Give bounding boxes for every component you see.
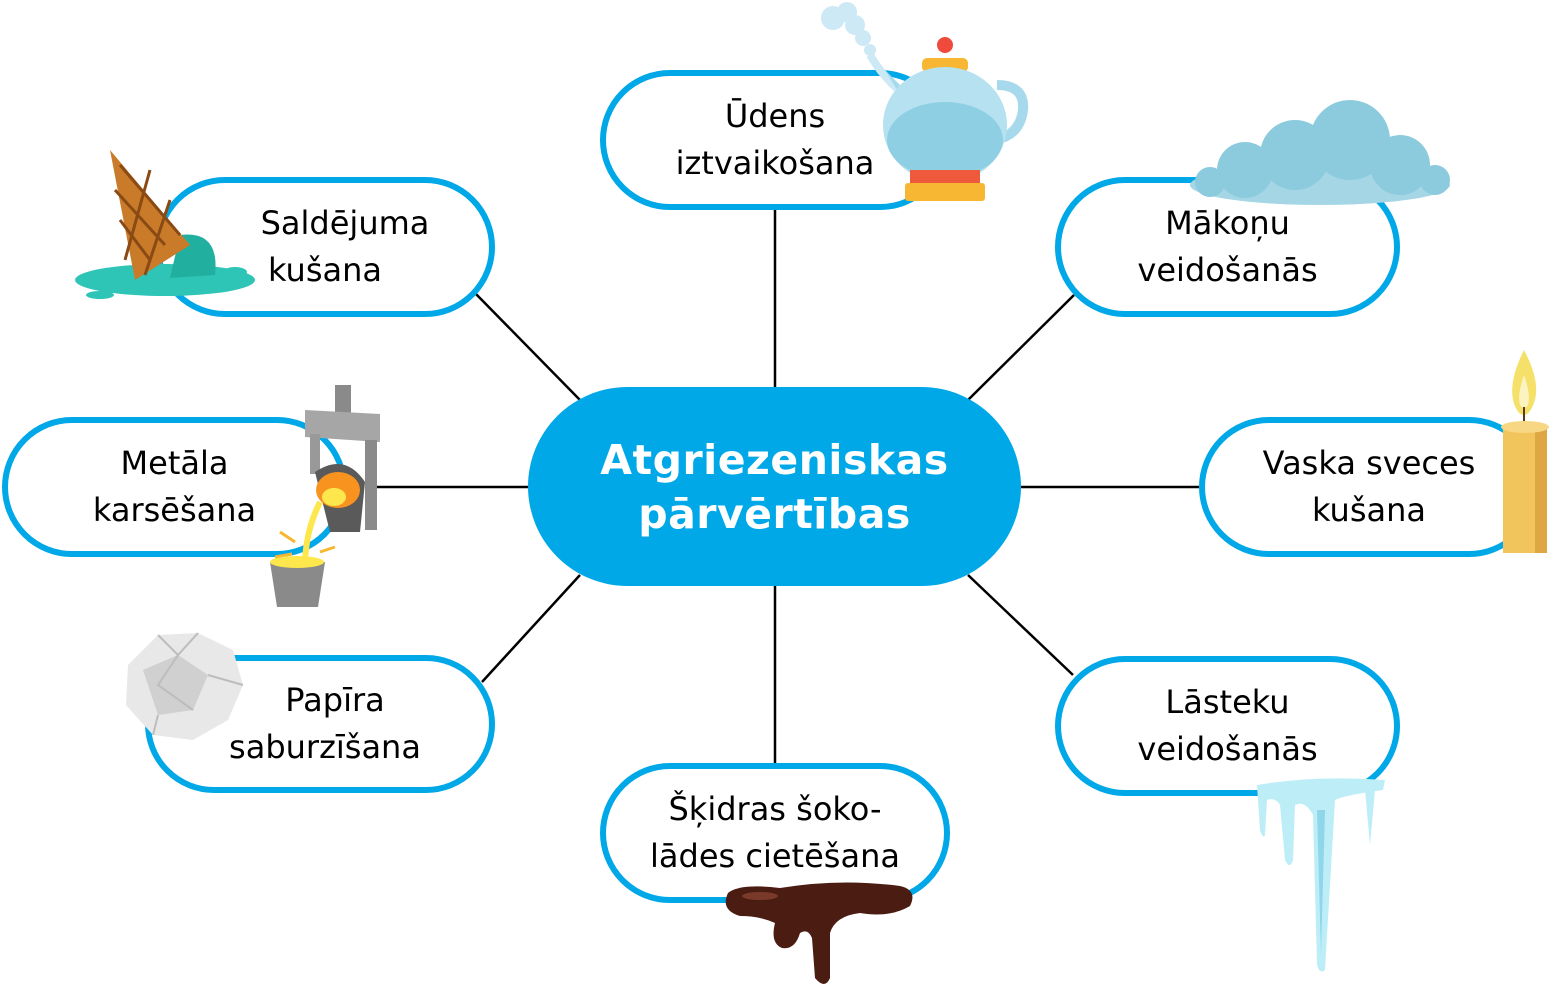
chocolate-drip-icon — [725, 882, 913, 984]
node-label-line1: Metāla — [120, 444, 229, 482]
node-label-line2: saburzīšana — [229, 728, 421, 766]
cloud-icon — [1190, 100, 1450, 205]
node-label-line2: veidošanās — [1137, 251, 1318, 289]
boiling-teapot-icon — [821, 2, 1029, 201]
node-label-line2: veidošanās — [1137, 730, 1318, 768]
melting-ice-cream-icon — [75, 150, 255, 299]
node-label-line2: lādes cietēšana — [650, 837, 900, 875]
node-label-line1: Vaska sveces — [1262, 444, 1476, 482]
node-metal-heating: Metāla karsēšana — [2, 417, 347, 557]
node-label-line2: kušana — [268, 251, 382, 289]
center-node: Atgriezeniskas pārvērtības — [528, 387, 1021, 586]
center-title-line1: Atgriezeniskas — [600, 435, 949, 484]
node-label-line1: Lāsteku — [1165, 683, 1290, 721]
node-label-line1: Mākoņu — [1165, 204, 1290, 242]
icicles-icon — [1257, 778, 1385, 972]
node-candle-melting: Vaska sveces kušana — [1199, 417, 1539, 557]
molten-metal-ladle-icon — [270, 385, 380, 607]
node-label-line1: Šķidras šoko- — [668, 790, 882, 828]
node-label-line2: karsēšana — [92, 491, 257, 529]
node-label-line2: kušana — [1312, 491, 1426, 529]
node-water-evaporation: Ūdens iztvaikošana — [600, 70, 950, 210]
node-label-line1: Papīra — [285, 681, 385, 719]
crumpled-paper-icon — [126, 632, 244, 740]
node-label-line1: Ūdens — [724, 97, 826, 135]
node-chocolate-solidifying: Šķidras šoko- lādes cietēšana — [600, 763, 950, 903]
node-icicle-formation: Lāsteku veidošanās — [1055, 656, 1400, 796]
node-label-line2: iztvaikošana — [675, 144, 875, 182]
candle-icon — [1501, 350, 1549, 553]
center-title-line2: pārvērtības — [638, 489, 911, 538]
node-label-line1: Saldējuma — [260, 204, 430, 242]
